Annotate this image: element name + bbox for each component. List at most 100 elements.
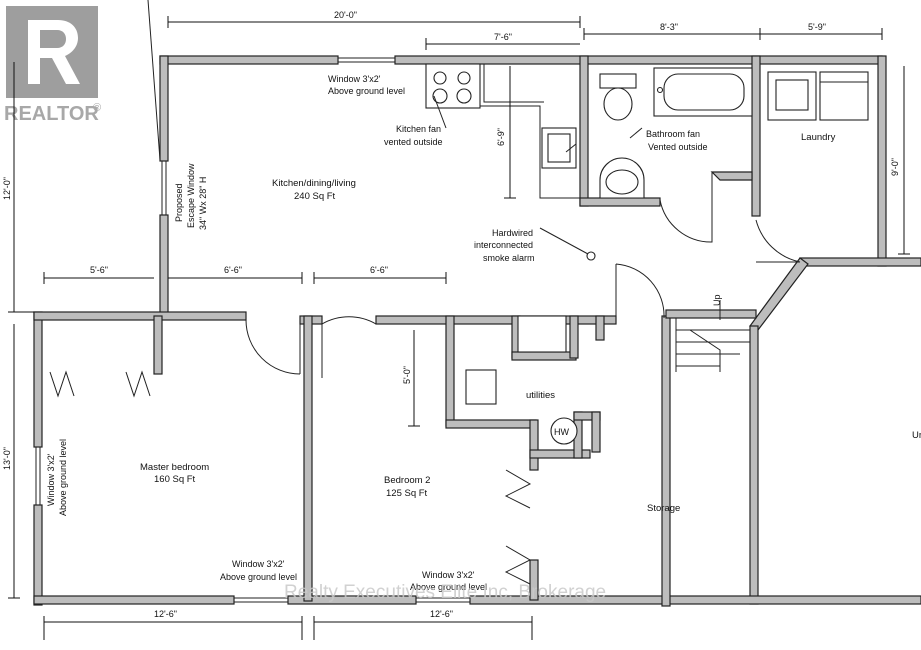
wall-bath-jamb <box>710 171 753 181</box>
wall-storage-right <box>749 325 759 605</box>
walls <box>33 55 921 607</box>
windows <box>35 57 470 603</box>
wall-bed2-closet <box>445 315 455 427</box>
dim-top-laundry: 5'-9" <box>808 22 826 32</box>
stove-icon <box>425 63 481 109</box>
stairs-icon <box>675 300 750 372</box>
dim-bottom-master: 12'-6" <box>154 609 177 619</box>
dim-mid-right: 6'-6" <box>370 265 388 275</box>
laundry-label: Laundry <box>801 132 836 143</box>
window-bottom-master-line1: Window 3'x2' <box>232 559 285 569</box>
closet-door-master-right <box>125 370 151 398</box>
window-left-line1: Window 3'x2' <box>46 453 56 506</box>
utility-box-icon <box>465 369 497 405</box>
smoke-alarm-icon <box>586 251 596 261</box>
dim-bed2-closet: 5'-0" <box>402 366 412 384</box>
utilities-label: utilities <box>526 390 555 401</box>
dim-laundry-depth: 9'-0" <box>890 158 900 176</box>
dimensions <box>8 16 910 640</box>
wall-top-right <box>394 55 883 65</box>
fixtures <box>147 0 869 445</box>
wall-master-closet <box>153 315 163 375</box>
wall-bottom-right <box>469 595 921 605</box>
toilet-icon <box>599 73 637 89</box>
wall-top-left <box>159 55 339 65</box>
wall-right-step <box>799 257 921 267</box>
realtor-trademark: ® <box>93 102 101 114</box>
wall-utility-step <box>529 419 539 471</box>
bedroom2-name: Bedroom 2 <box>384 475 430 486</box>
realtor-logo-text: REALTOR <box>4 103 99 125</box>
dim-bottom-bed2: 12'-6" <box>430 609 453 619</box>
smoke-alarm-line3: smoke alarm <box>483 253 535 263</box>
dim-kitchen-depth: 6'-9" <box>496 128 506 146</box>
wall-utility-bottom <box>445 419 537 429</box>
wall-bath-left <box>579 55 589 207</box>
labels: Window 3'x2' Above ground level Kitchen … <box>46 74 921 592</box>
dim-top-total: 20'-0" <box>334 10 357 20</box>
master-bedroom-area: 160 Sq Ft <box>154 474 196 485</box>
dim-top-bath: 8'-3" <box>660 22 678 32</box>
doors <box>49 172 801 585</box>
dim-left-upper: 12'-0" <box>2 177 12 200</box>
wall-kitchen-left-lower <box>159 214 169 316</box>
wall-furnace-right <box>569 315 579 359</box>
realtor-r-icon <box>28 20 80 84</box>
kitchen-fan-line2: vented outside <box>384 137 443 147</box>
wall-utility-low <box>529 559 539 601</box>
brokerage-watermark: Realty Executives Elite Inc, Brokerage <box>284 582 606 603</box>
wall-hw-right2 <box>591 411 601 453</box>
wall-diagonal <box>749 257 809 331</box>
kitchen-counter <box>479 64 580 199</box>
escape-window-line2: Escape Window <box>186 163 196 228</box>
wall-left-upper <box>33 311 43 448</box>
wall-mid-left <box>33 311 247 321</box>
wall-right-laundry <box>877 55 887 267</box>
wall-mid-right <box>375 315 617 325</box>
wall-stair-top <box>665 309 757 319</box>
wall-kitchen-left-upper <box>159 55 169 162</box>
wall-storage-left <box>661 315 671 607</box>
wall-utility-ledge <box>529 449 591 459</box>
door-storage <box>615 263 665 319</box>
door-bed2 <box>321 316 377 378</box>
master-bedroom-name: Master bedroom <box>140 462 209 473</box>
closet-door-master-left <box>49 370 75 398</box>
wall-master-bed2 <box>303 315 313 602</box>
closet-door-utility-lower <box>504 545 532 585</box>
wall-bottom-mid <box>287 595 417 605</box>
door-master <box>245 319 301 375</box>
door-bathroom <box>659 172 713 243</box>
storage-label: Storage <box>647 503 680 514</box>
wall-bath-bottom <box>579 197 661 207</box>
dryer-icon <box>819 71 869 121</box>
bathroom-fan-line2: Vented outside <box>648 142 708 152</box>
wall-left-lower <box>33 504 43 606</box>
furnace-icon <box>517 315 567 353</box>
wall-bath-laundry <box>751 55 761 217</box>
closet-door-utility-upper <box>504 469 532 509</box>
water-heater-label: HW <box>554 427 569 437</box>
wall-stub <box>595 315 605 341</box>
smoke-alarm-line2: interconnected <box>474 240 533 250</box>
dim-left-lower: 13'-0" <box>2 447 12 470</box>
door-laundry <box>755 219 801 263</box>
window-top-line2: Above ground level <box>328 86 405 96</box>
wall-bottom-left <box>33 595 235 605</box>
kitchen-fan-line1: Kitchen fan <box>396 124 441 134</box>
stairs-up-label: Up <box>712 294 722 306</box>
dimension-labels: 20'-0" 7'-6" 8'-3" 5'-9" 6'-9" 9'-0" 12'… <box>2 10 900 619</box>
window-top-line1: Window 3'x2' <box>328 74 381 84</box>
escape-window-line1: Proposed <box>174 183 184 222</box>
kitchen-name: Kitchen/dining/living <box>272 178 356 189</box>
dim-mid-center: 6'-6" <box>224 265 242 275</box>
kitchen-area: 240 Sq Ft <box>294 191 336 202</box>
water-heater-icon <box>550 417 578 445</box>
escape-window-line3: 34" Wx 28" H <box>198 177 208 230</box>
unfinished-label: Ur <box>912 430 921 441</box>
bathroom-fan-line1: Bathroom fan <box>646 129 700 139</box>
wall-furnace-bottom <box>511 351 577 361</box>
window-left-line2: Above ground level <box>58 439 68 516</box>
